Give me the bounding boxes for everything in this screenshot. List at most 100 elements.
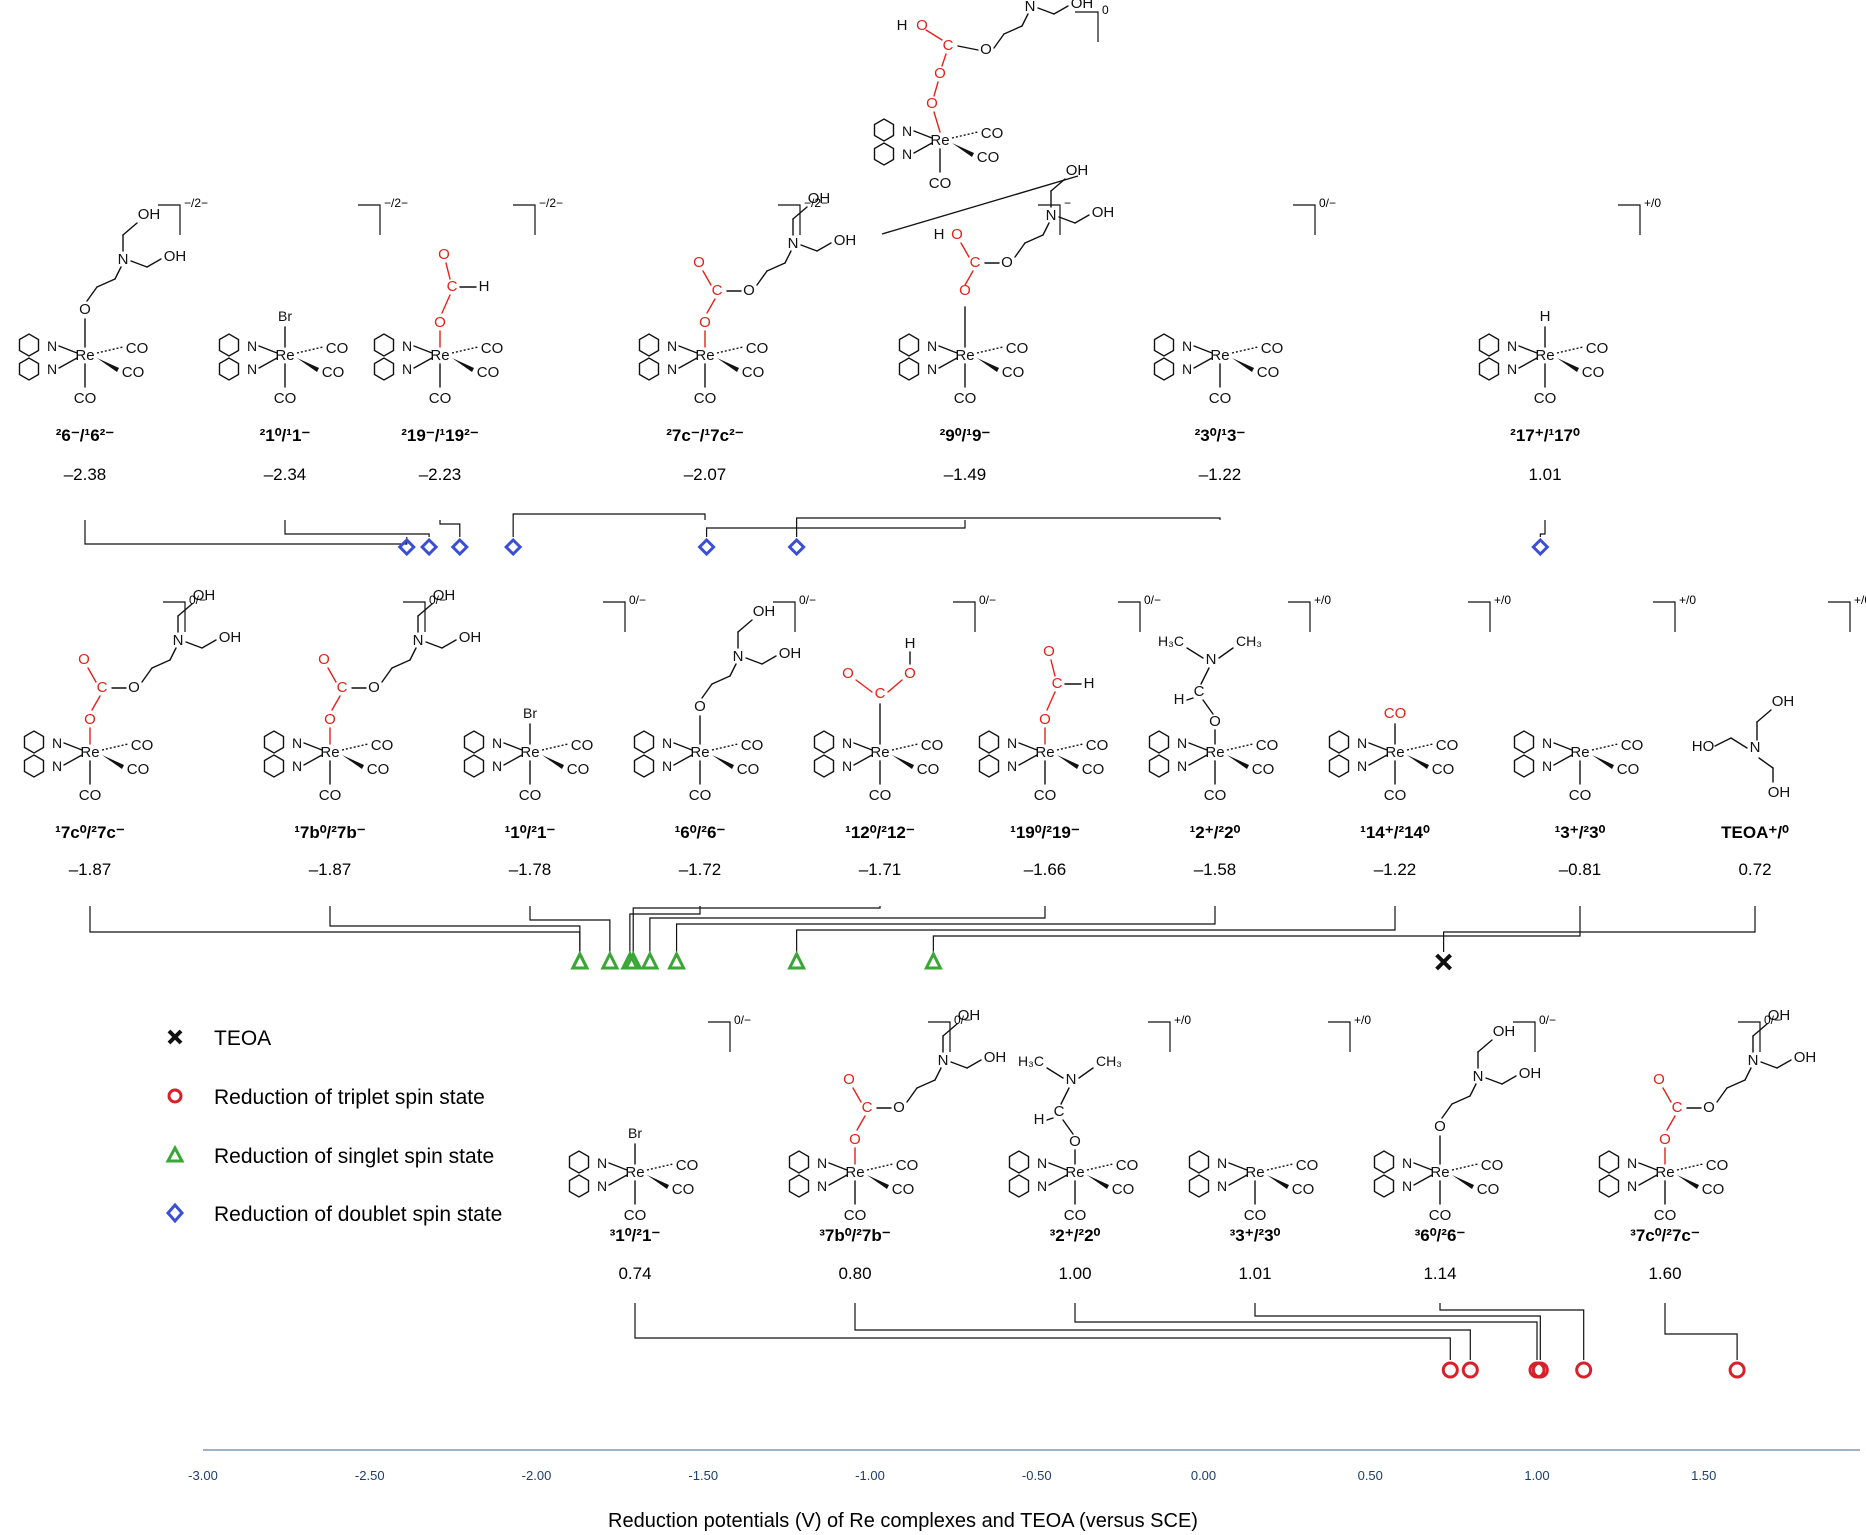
triangle-icon — [600, 950, 620, 970]
pyridine-ring — [788, 1174, 810, 1198]
atom-label: N — [817, 1155, 827, 1171]
atom-label: Re — [275, 347, 294, 364]
atom-label: CO — [1702, 1181, 1725, 1198]
atom-label: CO — [1252, 761, 1275, 778]
bond — [855, 679, 873, 693]
atom-label: N — [47, 361, 57, 377]
bond — [673, 754, 693, 766]
atom-label: CO — [689, 787, 712, 804]
atom-label: N — [402, 361, 412, 377]
atom-label: CO — [429, 390, 452, 407]
potential-value: 0.72 — [1738, 860, 1771, 879]
bond — [201, 639, 217, 649]
atom-label: N — [1025, 0, 1036, 15]
bond — [1060, 1087, 1070, 1105]
atom-label: OH — [808, 190, 831, 207]
atom-label: N — [1750, 739, 1761, 756]
charge-bracket — [708, 1021, 731, 1052]
bond — [303, 742, 323, 751]
bond — [258, 357, 278, 369]
potential-value: 1.01 — [1238, 1264, 1271, 1283]
bond — [96, 346, 124, 354]
charge-label: 0/− — [979, 593, 996, 607]
bond — [1053, 5, 1069, 15]
atom-label: OH — [1519, 1065, 1542, 1082]
bond — [1441, 1103, 1453, 1119]
bond — [856, 1115, 866, 1131]
bond — [866, 1163, 894, 1171]
pyridine-ring — [1328, 754, 1350, 778]
charge-label: 0/− — [1764, 1013, 1781, 1027]
triangle-icon — [623, 950, 643, 970]
atom-label: CO — [567, 761, 590, 778]
atom-label: CO — [694, 390, 717, 407]
bond — [960, 242, 970, 258]
potential-value: –1.71 — [859, 860, 902, 879]
atom-label: N — [662, 758, 672, 774]
atom-label: N — [938, 1052, 949, 1069]
diamond-icon — [419, 537, 439, 557]
atom-label: C — [862, 1099, 873, 1116]
bond — [441, 294, 451, 314]
atom-label: H — [897, 17, 908, 34]
atom-label: H — [934, 226, 945, 243]
atom-label: N — [1177, 758, 1187, 774]
atom-label: N — [1627, 1178, 1637, 1194]
compound-label: ¹19⁰/²19⁻ — [1010, 823, 1080, 842]
axis-tick-label: -0.50 — [1022, 1468, 1052, 1483]
connector-line — [1254, 1303, 1541, 1360]
atom-label: N — [1507, 338, 1517, 354]
circle-icon — [167, 1088, 183, 1104]
bond — [852, 1087, 862, 1103]
atom-label: N — [1206, 651, 1217, 668]
pyridine-ring — [263, 754, 285, 778]
charge-bracket — [1328, 1021, 1351, 1052]
compound-label: ¹6⁰/²6⁻ — [675, 823, 726, 842]
atom-label: CO — [322, 364, 345, 381]
atom-label: OH — [433, 587, 456, 604]
atom-label: OH — [459, 629, 482, 646]
charge-bracket — [1293, 204, 1316, 235]
compound-label: ¹14⁺/²14⁰ — [1360, 823, 1430, 842]
atom-label: O — [959, 282, 971, 299]
atom-label: CO — [676, 1157, 699, 1174]
atom-label: CO — [131, 737, 154, 754]
x-axis-label: Reduction potentials (V) of Re complexes… — [608, 1510, 1198, 1532]
compound-label: ¹12⁰/²12⁻ — [845, 823, 915, 842]
triangle-icon — [570, 950, 590, 970]
legend-label: TEOA — [214, 1027, 271, 1050]
atom-label: Br — [523, 705, 537, 721]
potential-value: –1.87 — [69, 860, 112, 879]
bond — [58, 345, 78, 354]
atom-label: O — [1043, 643, 1055, 660]
atom-label: N — [902, 123, 912, 139]
bond — [941, 53, 947, 67]
atom-label: Re — [1430, 1164, 1449, 1181]
atom-label: N — [1046, 207, 1057, 224]
bond — [1368, 742, 1388, 751]
atom-label: Re — [1570, 744, 1589, 761]
atom-label: N — [597, 1155, 607, 1171]
bond — [63, 754, 83, 766]
atom-label: CO — [917, 761, 940, 778]
bond — [1714, 737, 1732, 747]
atom-label: CO — [1477, 1181, 1500, 1198]
circle-icon — [1531, 1361, 1549, 1379]
diamond-icon — [397, 537, 416, 557]
divider-line — [881, 175, 1079, 235]
bond — [327, 667, 337, 683]
connector-line — [1443, 906, 1756, 952]
wedge-bond — [1677, 1175, 1699, 1189]
charge-label: 0/− — [1144, 593, 1161, 607]
bond — [1078, 1067, 1094, 1079]
atom-label: C — [97, 679, 108, 696]
atom-label: N — [597, 1178, 607, 1194]
bond — [1050, 659, 1056, 677]
atom-label: OH — [1794, 1049, 1817, 1066]
atom-label: CO — [127, 761, 150, 778]
atom-label: N — [817, 1178, 827, 1194]
